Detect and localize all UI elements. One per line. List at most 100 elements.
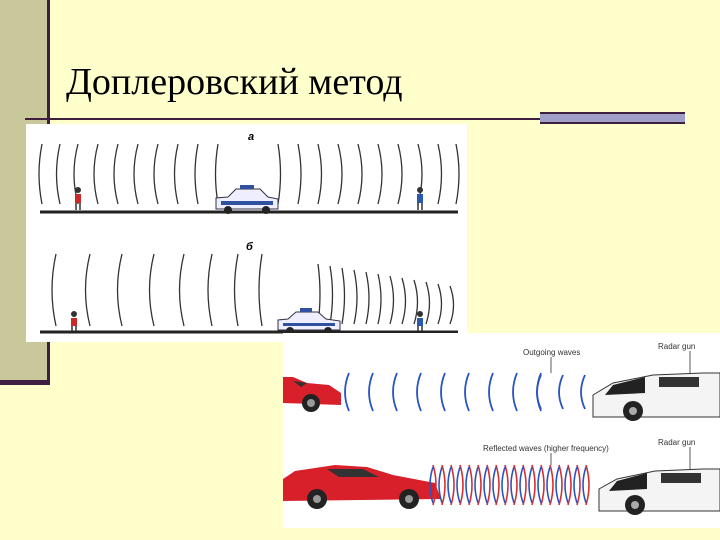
sound-wave-arc: [235, 254, 239, 326]
reflected-wave-arc: [577, 465, 580, 505]
top-radar-car: [593, 373, 720, 421]
sound-wave-arc: [114, 144, 118, 204]
sound-wave-arc: [150, 254, 155, 326]
sound-wave-arc: [402, 278, 406, 324]
outgoing-wave-arc: [581, 375, 585, 409]
outgoing-wave-arc: [502, 467, 505, 503]
sound-wave-arc: [134, 144, 138, 204]
outgoing-wave-arc: [466, 467, 469, 503]
reflected-wave-arc: [442, 465, 445, 505]
doppler-sound-illustration: а б: [26, 124, 467, 342]
sound-wave-arc: [354, 270, 357, 324]
radar-gun-label-bottom: Radar gun: [658, 438, 695, 447]
reflected-wave-arc: [496, 465, 499, 505]
sound-wave-arc: [398, 144, 402, 204]
outgoing-wave-arc: [369, 373, 373, 411]
panel-a-label: а: [248, 131, 254, 143]
radar-gun-label-top: Radar gun: [658, 342, 695, 351]
panel-b-waves: [52, 254, 454, 326]
outgoing-wave-arc: [520, 467, 523, 503]
outgoing-wave-arc: [559, 375, 563, 409]
outgoing-waves-label: Outgoing waves: [523, 348, 580, 357]
sound-wave-arc: [195, 144, 198, 204]
panel-a-person-right: [417, 187, 423, 210]
sound-wave-arc: [366, 272, 369, 324]
sound-wave-arc: [318, 144, 322, 204]
sound-wave-arc: [216, 144, 219, 204]
outgoing-wave-arc: [393, 373, 397, 411]
sound-wave-arc: [390, 276, 394, 324]
reflected-wave-arc: [568, 465, 571, 505]
outgoing-wave-arc: [574, 467, 577, 503]
outgoing-wave-arc: [529, 467, 532, 503]
sound-wave-arc: [342, 268, 345, 324]
outgoing-wave-arc: [441, 373, 445, 411]
outgoing-wave-arc: [537, 375, 541, 409]
doppler-sound-figure: а б: [26, 124, 467, 342]
outgoing-wave-arc: [457, 467, 460, 503]
top-sports-car: [283, 377, 341, 412]
sound-wave-arc: [57, 144, 61, 204]
sound-wave-arc: [39, 144, 42, 204]
bottom-radar-car: [599, 469, 720, 515]
outgoing-wave-arc: [448, 467, 451, 503]
outgoing-wave-arc: [538, 467, 541, 503]
panel-a-person-left: [75, 187, 81, 210]
radar-doppler-illustration: Outgoing waves Radar gun Reflected waves…: [283, 333, 720, 528]
outgoing-wave-arc: [417, 373, 421, 411]
reflected-wave-arc: [478, 465, 481, 505]
reflected-wave-arc: [541, 465, 544, 505]
outgoing-wave-arc: [493, 467, 496, 503]
slide-title: Доплеровский метод: [66, 60, 403, 104]
outgoing-wave-arc: [345, 373, 349, 411]
sidebar-underline: [0, 380, 47, 385]
sound-wave-arc: [86, 254, 91, 326]
sound-wave-arc: [298, 144, 301, 204]
reflected-wave-arc: [460, 465, 463, 505]
sound-wave-arc: [259, 254, 262, 326]
panel-a-police-car: [216, 185, 278, 214]
outgoing-wave-arc: [489, 373, 493, 411]
title-rule: [25, 118, 540, 120]
sound-wave-arc: [52, 254, 56, 326]
outgoing-wave-arc: [556, 467, 559, 503]
reflected-wave-arc: [487, 465, 490, 505]
reflected-wave-arc: [514, 465, 517, 505]
sound-wave-arc: [378, 144, 382, 204]
reflected-wave-arc: [586, 465, 589, 505]
sound-wave-arc: [438, 284, 442, 324]
outgoing-wave-arc: [465, 373, 469, 411]
sound-wave-arc: [175, 144, 179, 204]
sound-wave-arc: [278, 144, 281, 204]
panel-b-person-right: [417, 311, 423, 331]
radar-doppler-figure: Outgoing waves Radar gun Reflected waves…: [283, 333, 720, 528]
outgoing-wave-arc: [475, 467, 478, 503]
title-accent-bar: [540, 112, 685, 124]
sound-wave-arc: [208, 254, 212, 326]
outgoing-wave-arc: [547, 467, 550, 503]
reflected-wave-arc: [469, 465, 472, 505]
reflected-wave-arc: [550, 465, 553, 505]
outgoing-wave-arc: [583, 467, 586, 503]
bottom-sports-car: [283, 465, 441, 509]
reflected-wave-arc: [532, 465, 535, 505]
reflected-waves: [430, 465, 589, 505]
sound-wave-arc: [414, 280, 418, 324]
reflected-waves-label: Reflected waves (higher frequency): [483, 444, 609, 453]
outgoing-wave-arc: [513, 373, 517, 411]
reflected-wave-arc: [523, 465, 526, 505]
outgoing-waves: [345, 373, 585, 411]
sound-wave-arc: [94, 144, 98, 204]
sound-wave-arc: [118, 254, 123, 326]
sound-wave-arc: [450, 286, 454, 324]
outgoing-wave-arc: [484, 467, 487, 503]
sound-wave-arc: [180, 254, 185, 326]
sound-wave-arc: [426, 282, 430, 324]
reflected-wave-arc: [451, 465, 454, 505]
sound-wave-arc: [438, 144, 442, 204]
sound-wave-arc: [338, 144, 342, 204]
panel-b-person-left: [71, 311, 77, 331]
sound-wave-arc: [330, 266, 333, 324]
panel-b-label: б: [246, 241, 254, 253]
reflected-wave-arc: [559, 465, 562, 505]
